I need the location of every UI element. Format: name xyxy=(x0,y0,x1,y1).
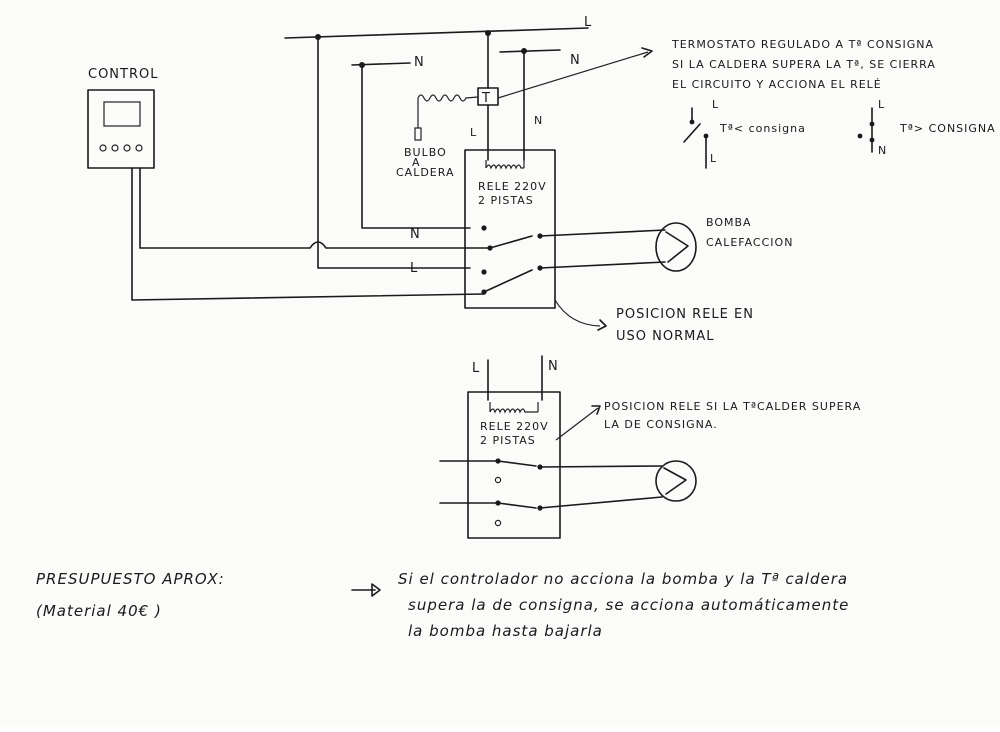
label-case1-text: Tª< consigna xyxy=(719,122,806,135)
label-r2-L: L xyxy=(472,361,480,376)
line-L-main xyxy=(284,27,589,39)
relay-2-coil-leads xyxy=(489,402,539,412)
wire-r2-pump-2 xyxy=(539,496,663,509)
label-bomba-1: BOMBA xyxy=(706,216,752,229)
label-case2-text: Tª> CONSIGNA xyxy=(899,122,996,135)
line-N-right xyxy=(499,49,561,53)
wire-control-1 xyxy=(139,167,491,249)
relay-2-contact xyxy=(494,519,502,527)
relay-1-switch-a xyxy=(489,235,533,249)
arrow-head xyxy=(597,319,607,331)
control-button xyxy=(135,144,143,152)
label-case2-L: L xyxy=(878,98,885,111)
label-note-3: la bomba hasta bajarla xyxy=(408,622,603,640)
control-button xyxy=(111,144,119,152)
relay-2-box xyxy=(467,391,561,539)
label-note-1: Si el controlador no acciona la bomba y … xyxy=(398,570,848,588)
label-pos-hot-2: LA DE CONSIGNA. xyxy=(604,418,718,431)
label-N-right: N xyxy=(570,53,581,68)
control-button xyxy=(99,144,107,152)
label-pos-normal-2: USO NORMAL xyxy=(616,329,714,344)
pointer-hot xyxy=(555,407,599,441)
label-case1-L: L xyxy=(712,98,719,111)
label-case2-N: N xyxy=(878,144,887,157)
note-arrow-head xyxy=(371,583,381,597)
label-term-3: EL CIRCUITO Y ACCIONA EL RELÉ xyxy=(672,78,882,91)
relay-2-switch-b xyxy=(497,502,537,509)
label-rele-2: 2 PISTAS xyxy=(478,194,534,207)
relay-1-coil xyxy=(485,164,524,170)
arrow-head xyxy=(591,405,601,415)
relay-2-switch-a xyxy=(497,460,537,467)
case1-switch xyxy=(683,123,701,143)
label-L-main: L xyxy=(584,15,592,30)
pointer-thermostat xyxy=(497,51,649,99)
label-bulbo-1: BULBO xyxy=(404,146,447,159)
thermostat-box xyxy=(477,87,499,106)
pump-symbol xyxy=(665,231,689,263)
label-rele2-1: RELE 220V xyxy=(480,420,549,433)
label-control: CONTROL xyxy=(88,67,158,82)
label-r2-N: N xyxy=(548,359,559,374)
label-term-1: TERMOSTATO REGULADO A Tª CONSIGNA xyxy=(671,38,934,51)
wire-N-to-relay xyxy=(361,64,471,229)
label-note-2: supera la de consigna, se acciona automá… xyxy=(408,596,849,614)
wire-L-to-relay xyxy=(317,36,471,269)
label-wire-L: L xyxy=(410,261,418,276)
label-pos-normal-1: POSICION RELE EN xyxy=(616,307,754,322)
label-N-left: N xyxy=(414,55,425,70)
wire-pump-2 xyxy=(539,261,666,269)
label-case1-L2: L xyxy=(710,152,717,165)
pointer-normal xyxy=(554,299,601,327)
case1-contact xyxy=(689,119,695,125)
relay-2-contact xyxy=(494,476,502,484)
label-bomba-2: CALEFACCION xyxy=(706,236,793,249)
bulb-sensor xyxy=(414,127,422,141)
wire-control-2 xyxy=(131,167,485,301)
arrow-head xyxy=(641,47,653,58)
label-bulbo-2: A xyxy=(412,156,421,169)
label-rele2-2: 2 PISTAS xyxy=(480,434,536,447)
label-wire-N: N xyxy=(410,227,421,242)
control-button xyxy=(123,144,131,152)
control-box xyxy=(87,89,155,169)
label-term-2: SI LA CALDERA SUPERA LA Tª, SE CIERRA xyxy=(672,58,936,71)
label-pos-hot-1: POSICION RELE SI LA TªCALDER SUPERA xyxy=(604,400,861,413)
label-N-relay-side: N xyxy=(534,114,543,127)
control-display xyxy=(103,101,141,127)
relay-1-switch-b xyxy=(483,269,533,293)
relay-1-box xyxy=(464,149,556,309)
wire-pump-1 xyxy=(539,229,666,237)
relay-1-contact xyxy=(481,269,487,275)
relay-2-coil xyxy=(489,408,538,414)
pump-2-circle xyxy=(655,460,697,502)
relay-1-coil-leads xyxy=(485,160,525,168)
label-budget-1: PRESUPUESTO APROX: xyxy=(36,570,225,588)
label-bulbo-3: CALDERA xyxy=(396,166,454,179)
label-thermostat-T: T xyxy=(481,91,491,106)
label-rele-1: RELE 220V xyxy=(478,180,547,193)
case2-contact xyxy=(869,121,875,127)
label-budget-2: (Material 40€ ) xyxy=(36,602,162,620)
case2-contact xyxy=(857,133,863,139)
relay-1-contact xyxy=(481,225,487,231)
capillary-coil xyxy=(417,94,479,102)
label-L-small: L xyxy=(470,126,477,139)
wire-r2-pump-1 xyxy=(539,465,663,468)
pump-2-symbol xyxy=(663,467,687,495)
pump-circle xyxy=(655,222,697,272)
